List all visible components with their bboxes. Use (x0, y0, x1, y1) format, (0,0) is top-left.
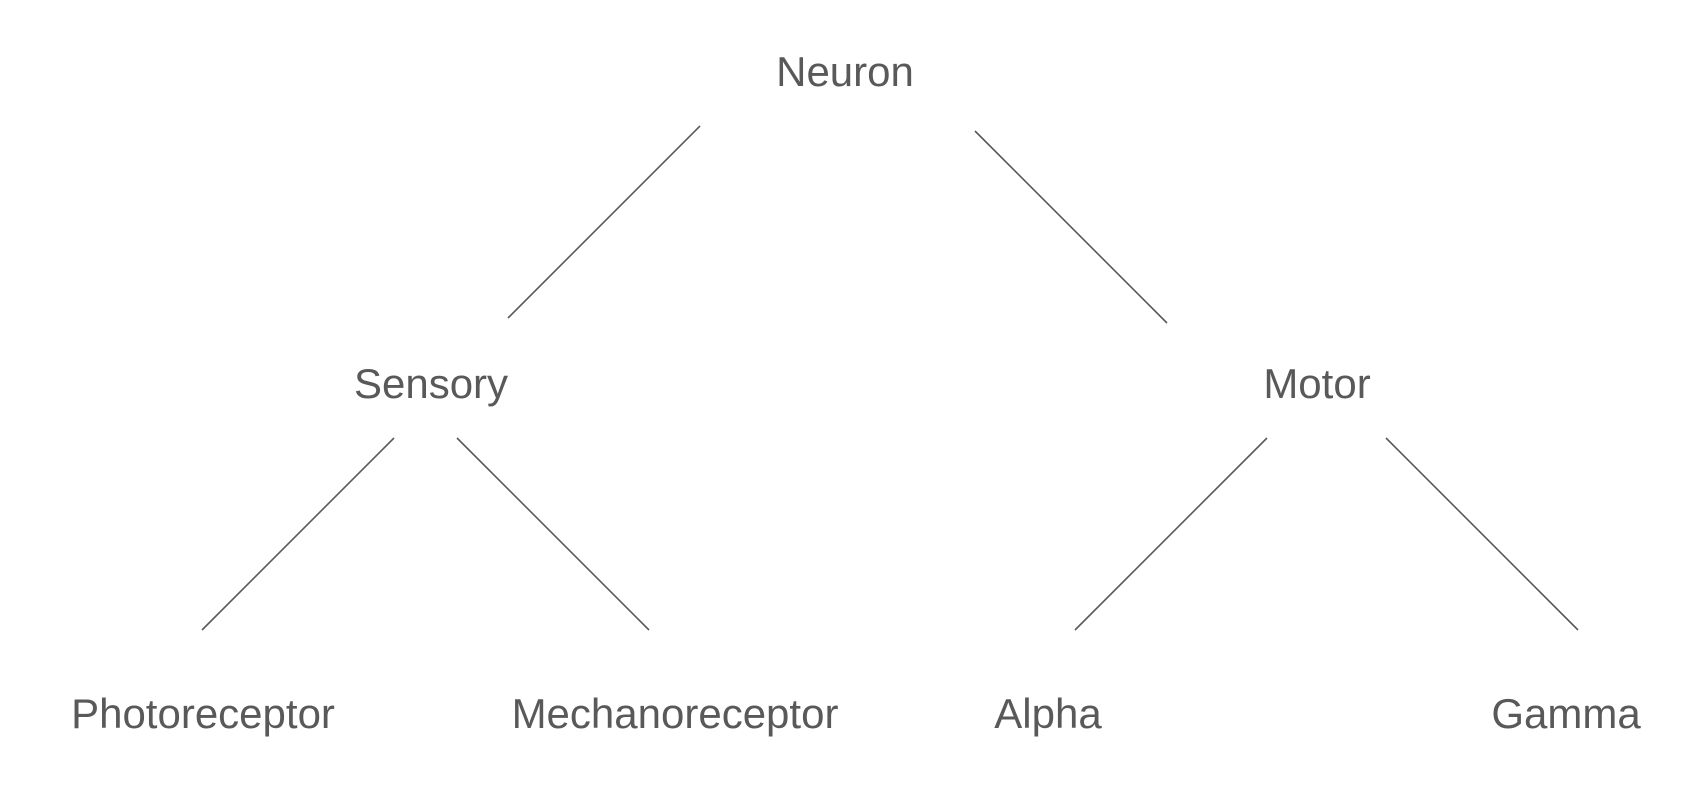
node-photoreceptor: Photoreceptor (71, 690, 335, 737)
node-alpha: Alpha (994, 690, 1102, 737)
node-mechanoreceptor: Mechanoreceptor (511, 690, 839, 737)
edge-sensory-mechanoreceptor (456, 437, 650, 631)
edge-motor-gamma (1385, 437, 1579, 631)
node-gamma: Gamma (1491, 690, 1641, 737)
edge-neuron-motor (974, 130, 1168, 324)
edge-motor-alpha (1074, 437, 1268, 631)
node-sensory: Sensory (353, 360, 509, 407)
edge-sensory-photoreceptor (201, 437, 395, 631)
node-neuron: Neuron (776, 48, 914, 95)
edge-neuron-sensory (507, 125, 701, 319)
node-motor: Motor (1263, 360, 1371, 407)
